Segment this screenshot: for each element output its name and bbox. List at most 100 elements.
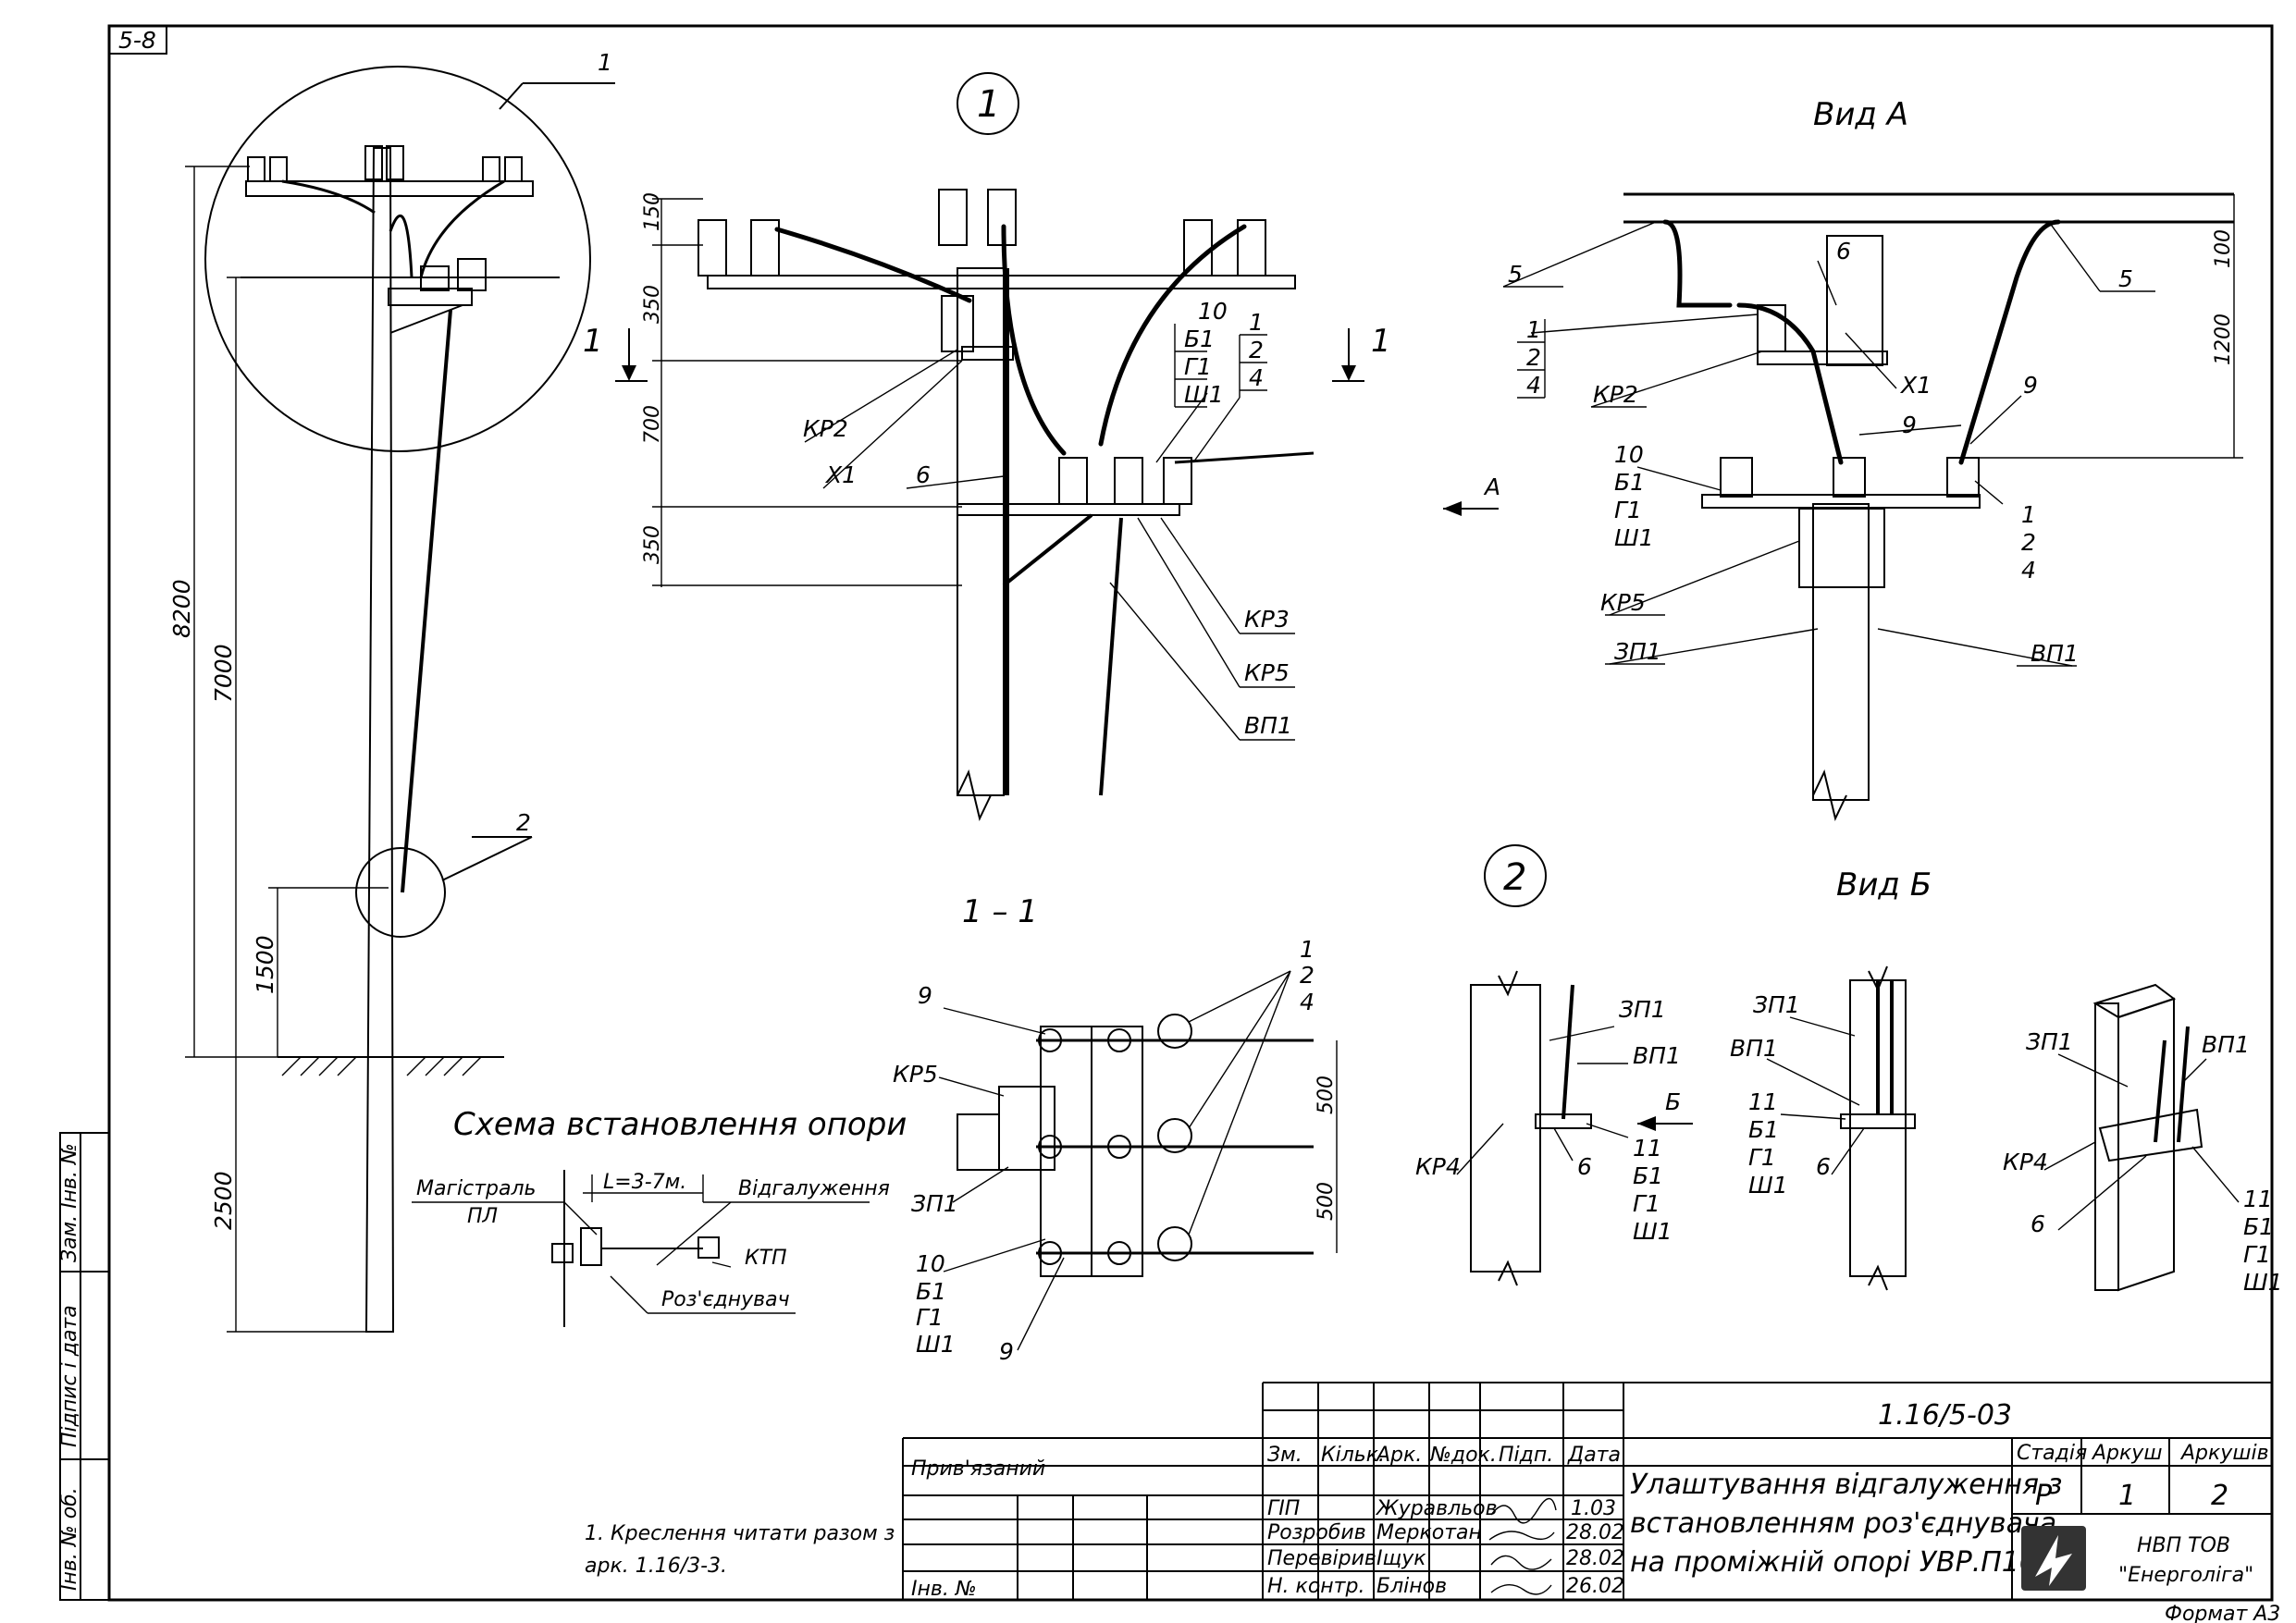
d2r-label-kr4: КР4: [2003, 1149, 2048, 1175]
view-a-label-4: 4: [1526, 372, 1541, 399]
callout-2: 2: [516, 809, 531, 836]
scheme-distance: L=3-7м.: [603, 1171, 686, 1194]
company-logo: [2021, 1526, 2086, 1591]
d2r-label-sh1: Ш1: [2243, 1269, 2283, 1296]
dim-1500: 1500: [252, 935, 278, 994]
tb-date-3: 28.02: [1566, 1547, 1624, 1570]
view-a-label-5-right: 5: [2118, 265, 2133, 292]
section-label-9-top: 9: [918, 982, 932, 1009]
tb-sheet-h: Аркуш: [2091, 1442, 2162, 1465]
arrow-a-label: А: [1483, 473, 1500, 500]
view-a-label-9-right: 9: [2023, 372, 2038, 399]
dim-100: 100: [2212, 229, 2235, 268]
format-label: Формат А3: [2165, 1603, 2280, 1623]
dim-7000: 7000: [210, 644, 237, 703]
detail-2: 2 Вид Б Б ЗП1 ВП1 КР4 6 11 Б1 Г1 Ш1 ЗП1 …: [1415, 844, 2283, 1296]
section-label-zp1: ЗП1: [911, 1190, 958, 1217]
scheme-branch: Відгалуження: [738, 1177, 890, 1200]
d2-label-g1: Г1: [1633, 1190, 1660, 1217]
section-mark-right: 1: [1371, 323, 1391, 360]
tb-role-gip: ГІП: [1267, 1497, 1300, 1520]
label-4: 4: [1249, 364, 1264, 391]
dim-350a: 350: [641, 285, 664, 324]
tb-h-data: Дата: [1567, 1444, 1621, 1467]
tb-company-2: "Енерголіга": [2118, 1564, 2253, 1587]
tb-h-zm: Зм.: [1267, 1444, 1302, 1467]
tb-company-1: НВП ТОВ: [2137, 1534, 2230, 1557]
view-a: Вид А 100 1200 А 5 5 6 1 2 4: [1443, 96, 2243, 821]
view-a-label-b1: Б1: [1614, 469, 1645, 496]
pole-elevation: 1 2 8200 7000 1500 2500: [168, 49, 615, 1333]
side-stamp: Зам. Інв. № Підпис і дата Інв. № об.: [58, 1132, 110, 1601]
section-label-4: 4: [1300, 989, 1315, 1015]
detail-1: 1 150 350 700 350: [583, 72, 1391, 821]
tb-h-pidp: Підп.: [1499, 1444, 1553, 1467]
view-a-label-kr5: КР5: [1600, 589, 1646, 616]
d2-label-6: 6: [1577, 1153, 1592, 1180]
view-a-label-9-mid: 9: [1902, 412, 1917, 438]
label-vp1: ВП1: [1244, 712, 1292, 739]
detail-circle-1: [204, 66, 591, 452]
view-a-label-x1: Х1: [1899, 372, 1932, 399]
tb-bound: Прив'язаний: [911, 1457, 1045, 1481]
tb-sheets: 2: [2211, 1480, 2228, 1512]
d2-label-b1: Б1: [1633, 1162, 1663, 1189]
tb-name-1: Журавльов: [1375, 1497, 1498, 1520]
tb-date-2: 28.02: [1566, 1521, 1624, 1544]
d2m-label-sh1: Ш1: [1748, 1172, 1788, 1199]
note-line-1: 1. Креслення читати разом з: [585, 1522, 895, 1545]
label-10: 10: [1198, 298, 1228, 325]
tb-date-4: 26.02: [1566, 1575, 1624, 1598]
label-g1: Г1: [1184, 353, 1212, 380]
dim-2500: 2500: [210, 1171, 237, 1230]
section-mark-left: 1: [583, 323, 603, 360]
d2r-label-11: 11: [2243, 1186, 2273, 1212]
d2m-label-g1: Г1: [1748, 1144, 1776, 1171]
stamp-inv: Інв. № об.: [58, 1487, 81, 1591]
d2-label-11: 11: [1633, 1135, 1662, 1162]
d2m-label-b1: Б1: [1748, 1116, 1779, 1143]
scheme-title: Схема встановлення опори: [453, 1106, 907, 1143]
tb-stage-h: Стадія: [2017, 1442, 2087, 1465]
label-sh1: Ш1: [1184, 381, 1224, 408]
tb-role-nkontr: Н. контр.: [1267, 1575, 1364, 1598]
d2r-label-g1: Г1: [2243, 1241, 2271, 1268]
section-label-kr5: КР5: [893, 1061, 938, 1088]
tb-role-razrob: Розробив: [1267, 1521, 1366, 1544]
stamp-zam: Зам. Інв. №: [58, 1143, 81, 1262]
dim-350b: 350: [641, 525, 664, 564]
label-kr3: КР3: [1244, 606, 1290, 633]
installation-scheme: Схема встановлення опори Магістраль ПЛ L…: [412, 1106, 907, 1327]
detail2-number: 2: [1503, 856, 1526, 899]
label-2: 2: [1249, 337, 1264, 363]
corner-box: [108, 25, 167, 55]
label-kr2: КР2: [803, 415, 848, 442]
section-label-sh1: Ш1: [916, 1331, 956, 1358]
dim-500a: 500: [1315, 1076, 1338, 1114]
scheme-main-line: Магістраль: [416, 1177, 537, 1200]
tb-stage: Р: [2035, 1480, 2053, 1512]
tb-title-1: Улаштування відгалуження з: [1630, 1469, 2062, 1501]
view-a-label-1b: 1: [2021, 501, 2036, 528]
d2m-label-vp1: ВП1: [1730, 1035, 1778, 1062]
section-label-1: 1: [1300, 936, 1315, 963]
callout-1: 1: [598, 49, 612, 76]
tb-sheet: 1: [2118, 1480, 2136, 1512]
section-label-10: 10: [916, 1250, 945, 1277]
d2m-label-zp1: ЗП1: [1753, 991, 1800, 1018]
tb-h-ark: Арк.: [1375, 1444, 1422, 1467]
section-label-g1: Г1: [916, 1304, 944, 1331]
view-a-label-zp1: ЗП1: [1614, 638, 1661, 665]
d2-label-zp1: ЗП1: [1619, 996, 1666, 1023]
view-a-label-2b: 2: [2021, 529, 2036, 556]
d2-label-kr4: КР4: [1415, 1153, 1461, 1180]
title-block: Прив'язаний Інв. № Зм. Кільк. Арк. №док.…: [902, 1382, 2272, 1601]
view-a-label-vp1: ВП1: [2031, 640, 2079, 667]
tb-sheets-h: Аркушів: [2179, 1442, 2269, 1465]
view-a-label-g1: Г1: [1614, 497, 1642, 523]
view-a-label-2: 2: [1526, 344, 1541, 371]
tb-date-1: 1.03: [1571, 1497, 1616, 1520]
sheet-frame: [107, 24, 2274, 1602]
note-line-2: арк. 1.16/3-3.: [585, 1555, 727, 1578]
